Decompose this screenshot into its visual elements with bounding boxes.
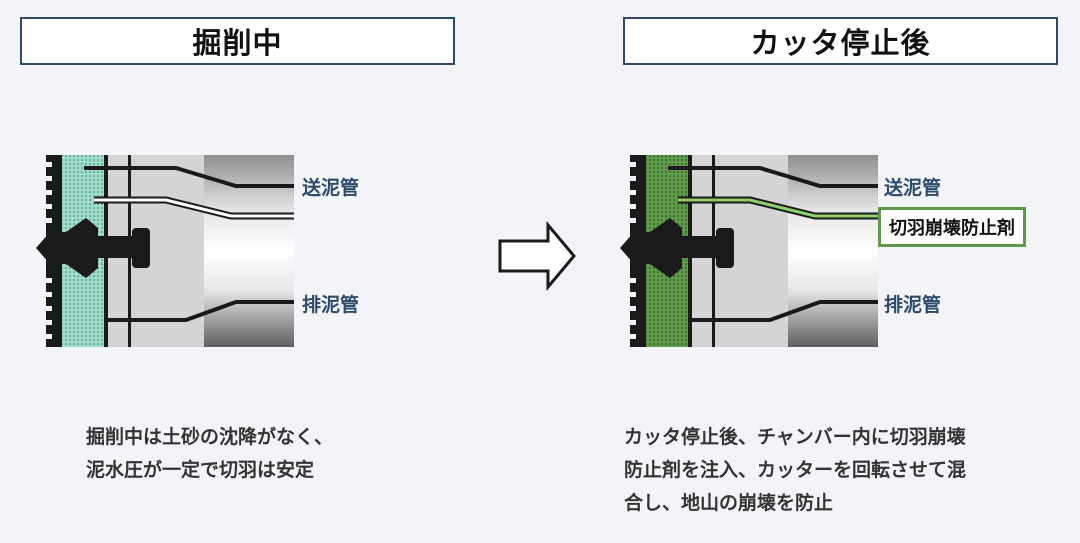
shield-diagram-after-stop — [620, 155, 878, 347]
caption-left-line-1: 掘削中は土砂の沈降がなく、 — [86, 426, 334, 448]
shield-diagram-excavating — [36, 155, 294, 347]
label-discharge-pipe-left: 排泥管 — [302, 294, 360, 316]
caption-right-line-1: カッタ停止後、チャンバー内に切羽崩壊 — [624, 426, 966, 448]
pipe-bottom — [108, 300, 294, 322]
caption-right-line-3: 合し、地山の崩壊を防止 — [624, 492, 834, 514]
pipe-top — [668, 166, 878, 188]
pipe-bottom — [692, 300, 878, 322]
caption-left-line-2: 泥水圧が一定で切羽は安定 — [86, 459, 315, 481]
caption-right: カッタ停止後、チャンバー内に切羽崩壊 防止剤を注入、カッターを回転させて混 合し… — [624, 421, 966, 520]
title-excavating: 掘削中 — [20, 17, 455, 65]
title-after-cutter-stop: カッタ停止後 — [623, 17, 1058, 65]
right-arrow-outline-icon — [498, 221, 576, 291]
pipe-top — [84, 166, 294, 188]
label-supply-pipe-right: 送泥管 — [884, 177, 942, 199]
label-face-collapse-prevention-agent: 切羽崩壊防止剤 — [878, 207, 1026, 247]
label-discharge-pipe-right: 排泥管 — [884, 294, 942, 316]
caption-right-line-2: 防止剤を注入、カッターを回転させて混 — [624, 459, 967, 481]
caption-left: 掘削中は土砂の沈降がなく、 泥水圧が一定で切羽は安定 — [86, 421, 333, 487]
label-supply-pipe-left: 送泥管 — [302, 177, 360, 199]
